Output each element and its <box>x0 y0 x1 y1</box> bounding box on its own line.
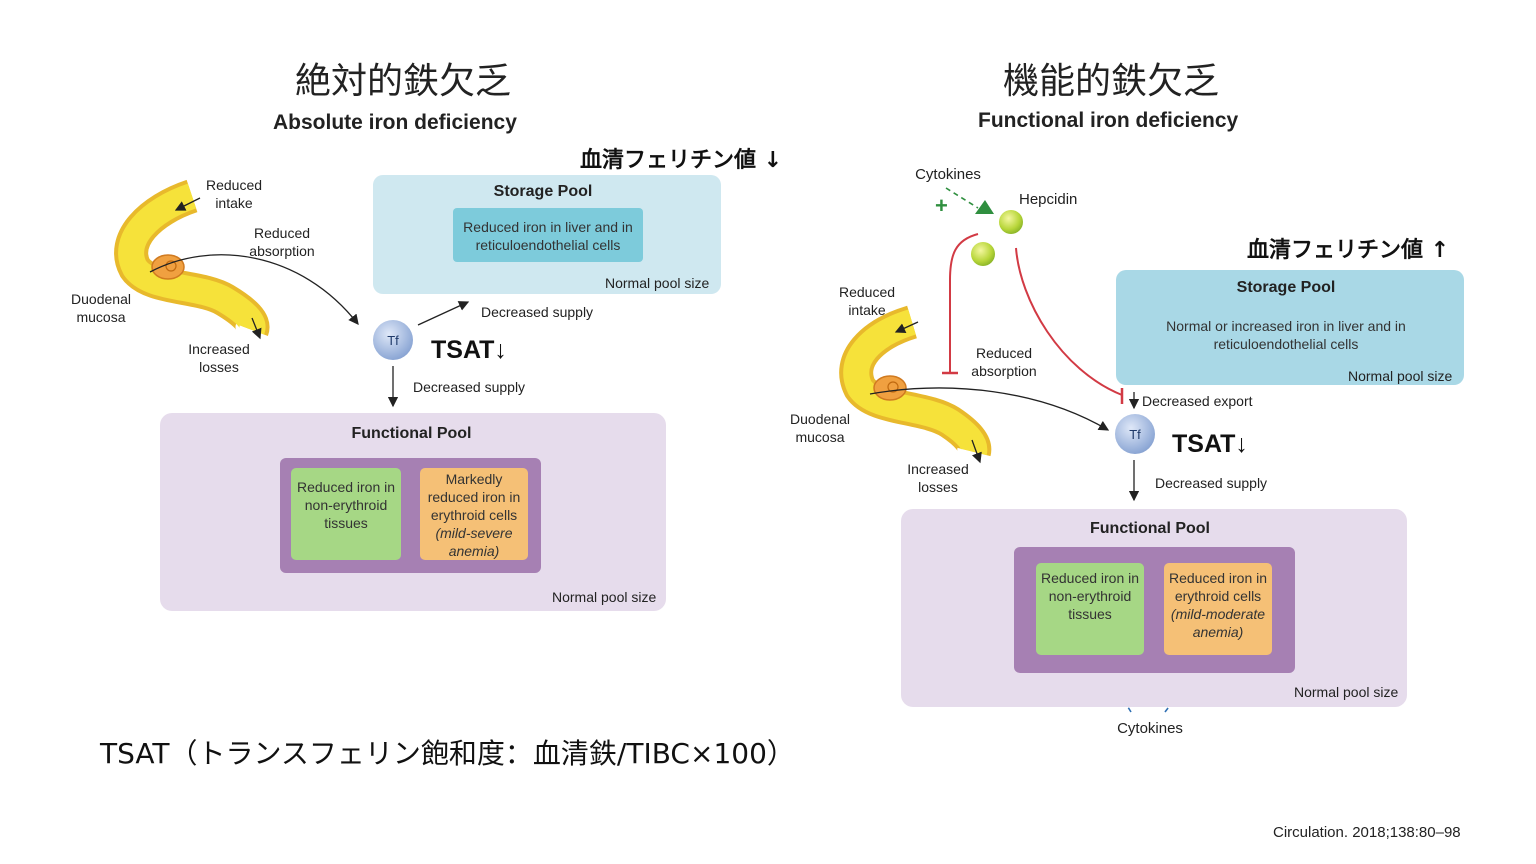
cytokine-green-arrowhead <box>975 200 994 214</box>
right-green-text: Reduced iron in non-erythroid tissues <box>1040 570 1140 622</box>
left-orange-box <box>420 468 528 560</box>
right-tsat-label: TSAT↓ <box>1172 430 1248 458</box>
left-decreased-supply-top: Decreased supply <box>481 304 594 320</box>
right-orange-box <box>1164 563 1272 655</box>
left-functional-normal-size: Normal pool size <box>552 589 657 605</box>
right-intestine-icon <box>839 305 992 457</box>
left-duodenal-mucosa-label: Duodenal mucosa <box>71 291 131 325</box>
right-decreased-supply-label: Decreased supply <box>1155 475 1268 491</box>
left-reduced-intake-label: Reduced intake <box>205 177 263 211</box>
right-ferritin-label: 血清フェリチン値 ↑ <box>1247 238 1450 263</box>
right-green-box <box>1036 563 1144 655</box>
hepcidin-ball-1 <box>999 210 1023 234</box>
left-storage-title: Storage Pool <box>493 183 593 200</box>
left-title-jp: 絶対的鉄欠乏 <box>295 61 512 102</box>
left-storage-normal-size: Normal pool size <box>605 275 710 291</box>
left-transferrin-icon: Tf <box>373 320 413 360</box>
right-cytokines-bottom-label: Cytokines <box>1117 720 1183 737</box>
hepcidin-ball-2 <box>971 242 995 266</box>
left-title-en: Absolute iron deficiency <box>273 111 517 134</box>
right-title-jp: 機能的鉄欠乏 <box>1003 61 1220 102</box>
right-hepcidin-label: Hepcidin <box>1019 191 1078 208</box>
right-reduced-absorption-label: Reduced absorption <box>971 345 1037 379</box>
left-storage-text: Reduced iron in liver and in reticuloend… <box>463 219 633 253</box>
right-functional-normal-size: Normal pool size <box>1294 684 1399 700</box>
left-orange-italic: (mild-severe anemia) <box>435 525 513 559</box>
right-decreased-export-label: Decreased export <box>1142 393 1253 409</box>
left-ferritin-label: 血清フェリチン値 ↓ <box>580 148 783 173</box>
right-title-en: Functional iron deficiency <box>978 109 1239 132</box>
left-decreased-supply-bottom: Decreased supply <box>413 379 526 395</box>
right-increased-losses-label: Increased losses <box>907 461 969 495</box>
left-functional-title: Functional Pool <box>351 425 472 442</box>
right-plus-sign: + <box>935 193 948 218</box>
right-storage-pool <box>1116 270 1464 385</box>
tsat-definition-note: TSAT（トランスフェリン飽和度：血清鉄/TIBC×100） <box>100 737 795 770</box>
left-intestine-icon <box>114 179 270 336</box>
left-green-text: Reduced iron in non-erythroid tissues <box>296 479 396 531</box>
left-storage-inner-box <box>453 208 643 262</box>
left-tsat-label: TSAT↓ <box>431 336 507 364</box>
right-functional-title: Functional Pool <box>1090 520 1210 537</box>
left-orange-text: Markedly reduced iron in erythroid cells <box>427 471 521 523</box>
right-storage-text: Normal or increased iron in liver and in… <box>1166 318 1406 352</box>
left-green-box <box>291 468 401 560</box>
left-reduced-absorption-label: Reduced absorption <box>249 225 315 259</box>
left-diagram-graphics <box>114 179 718 587</box>
citation: Circulation. 2018;138:80–98 <box>1273 824 1461 841</box>
right-storage-title: Storage Pool <box>1236 279 1336 296</box>
right-transferrin-icon: Tf <box>1115 414 1155 454</box>
right-cytokines-top-label: Cytokines <box>915 166 981 183</box>
right-storage-normal-size: Normal pool size <box>1348 368 1453 384</box>
right-orange-text: Reduced iron in erythroid cells <box>1168 570 1268 604</box>
left-increased-losses-label: Increased losses <box>188 341 250 375</box>
right-duodenal-mucosa-label: Duodenal mucosa <box>790 411 850 445</box>
right-orange-italic: (mild-moderate anemia) <box>1170 606 1266 640</box>
right-reduced-intake-label: Reduced intake <box>838 284 896 318</box>
